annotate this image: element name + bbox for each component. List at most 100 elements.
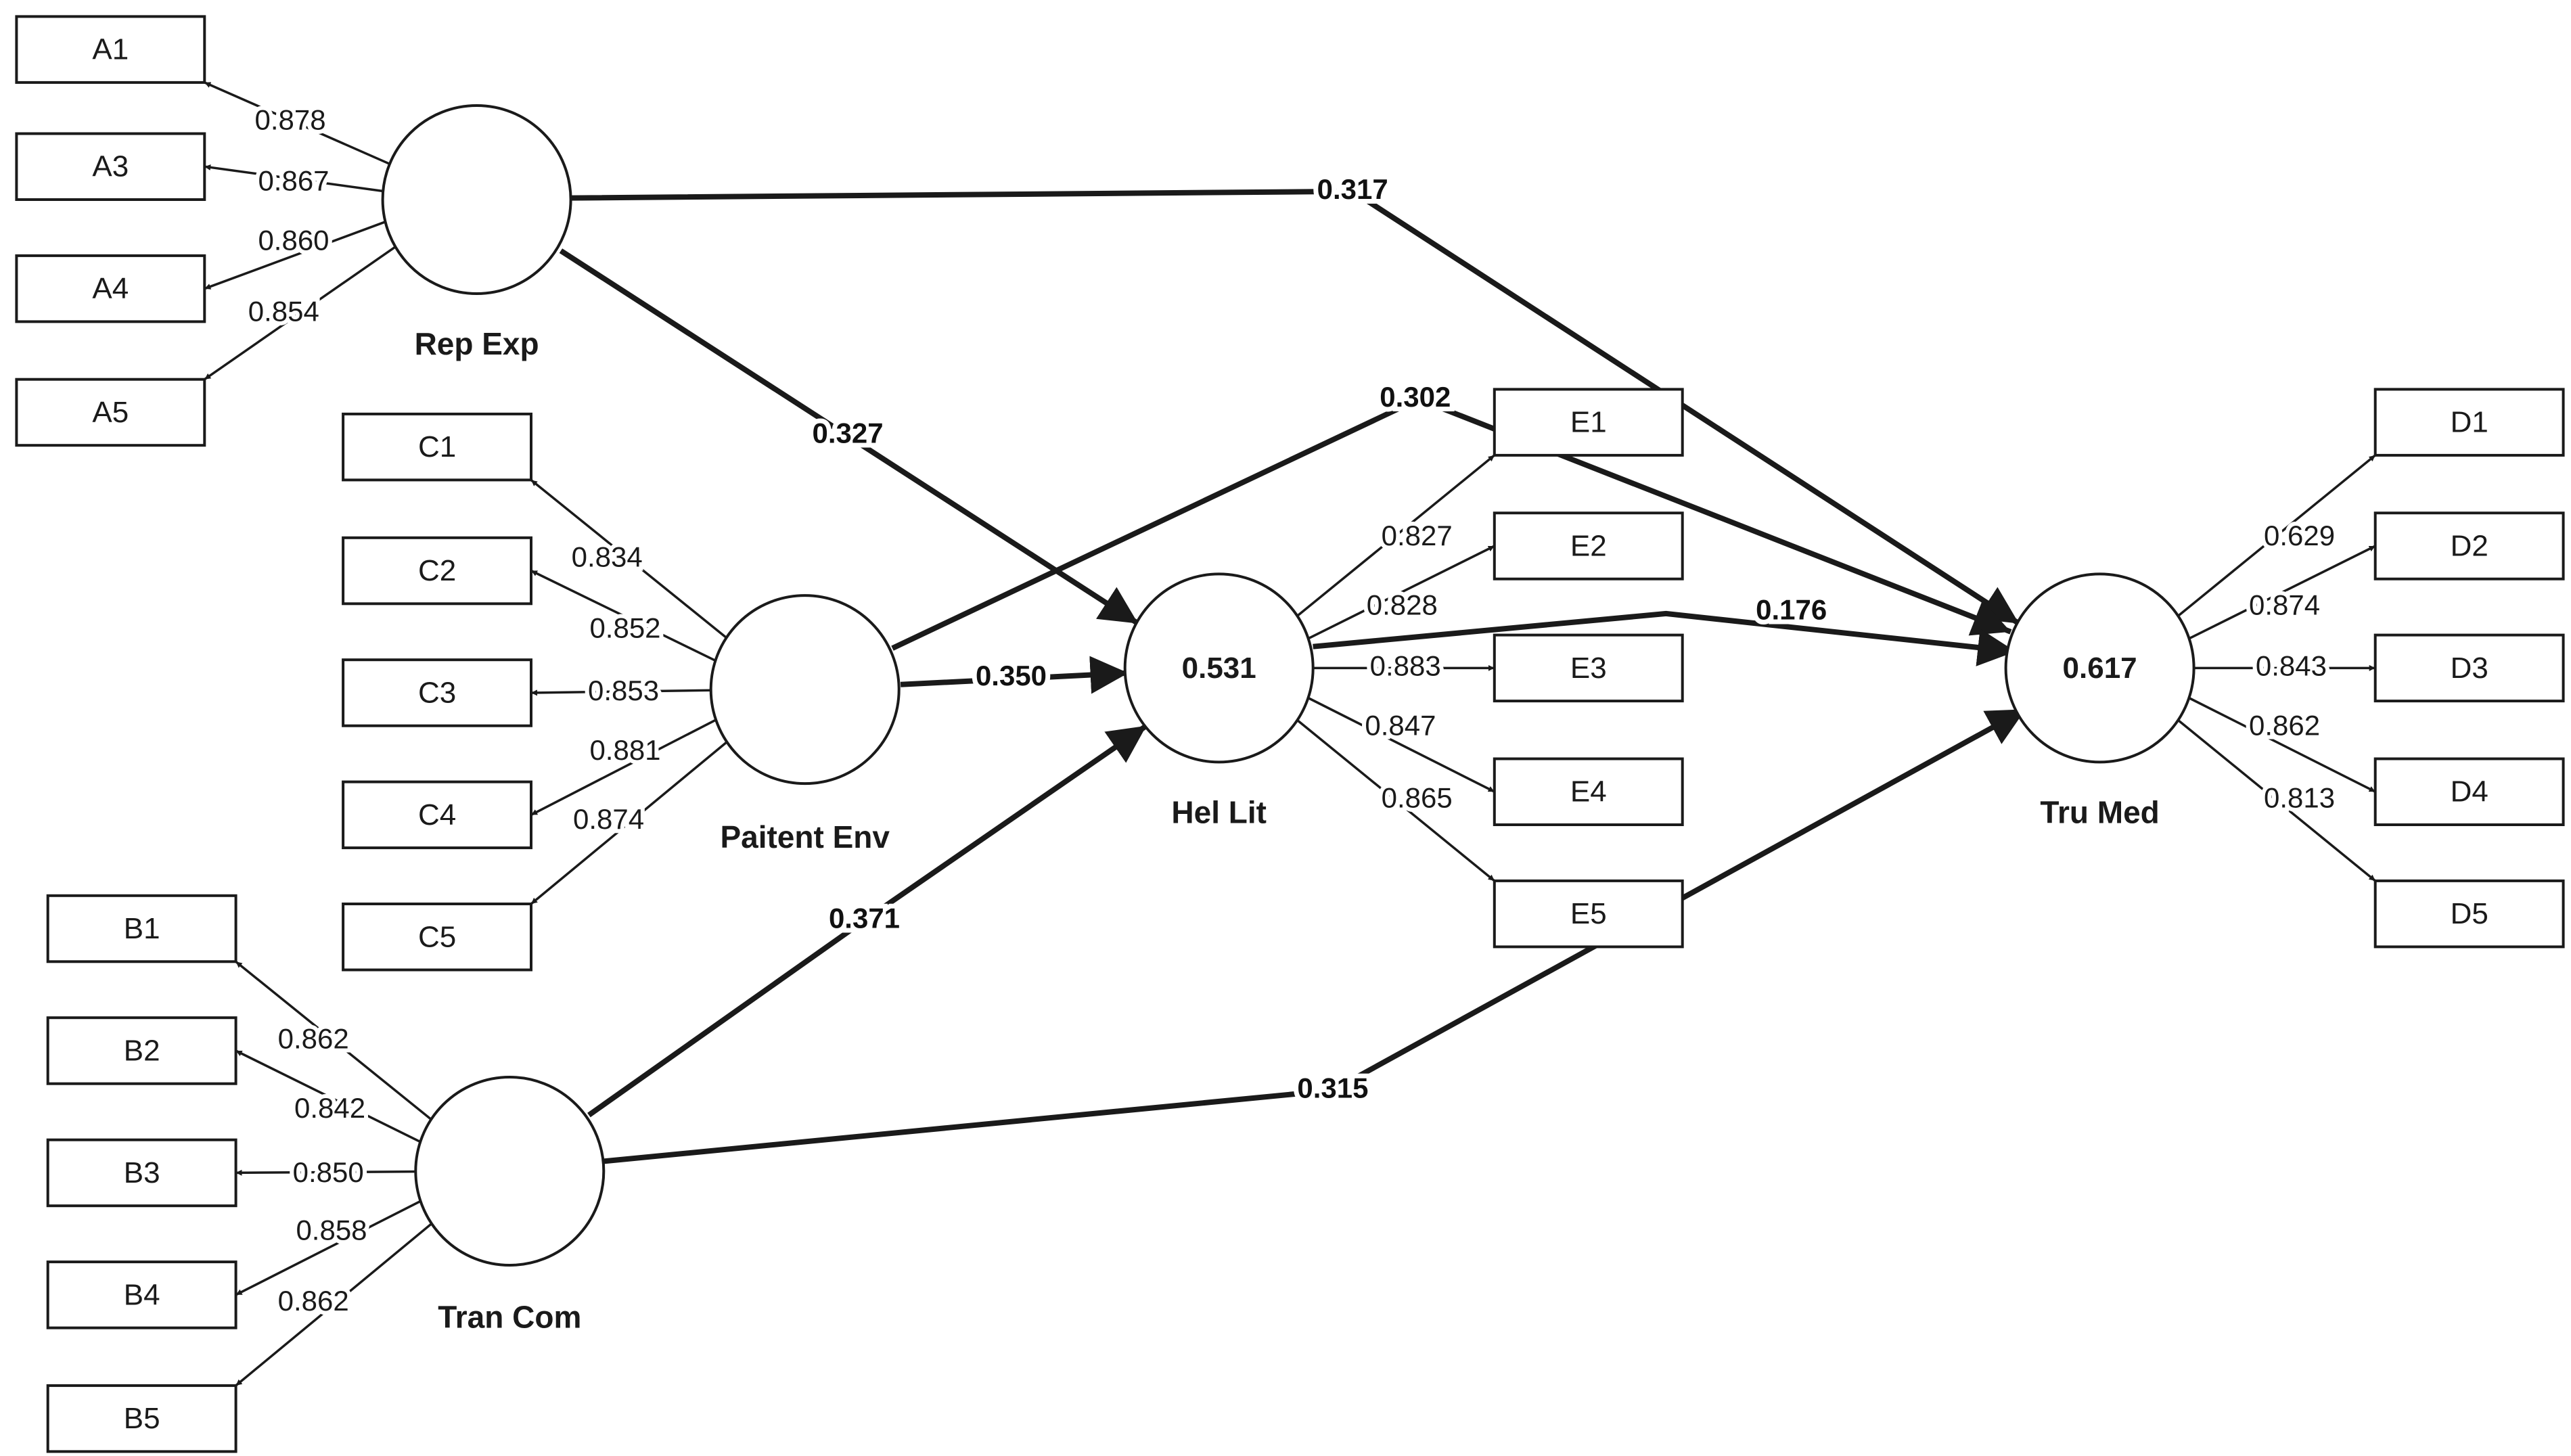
indicator-c5: C5 <box>342 903 532 972</box>
loading-arrow <box>204 81 390 165</box>
loading-arrow <box>235 1200 422 1296</box>
indicator-e4: E4 <box>1493 757 1684 826</box>
path-arrow-rep-exp-to-tru-med <box>570 188 2021 626</box>
loading-value: 0.834 <box>572 541 643 573</box>
path-arrow-hel-lit-to-tru-med <box>1313 610 2016 666</box>
loading-value: 0.858 <box>296 1214 367 1246</box>
indicator-box <box>342 658 532 727</box>
path-arrow-paitent-env-to-tru-med <box>891 396 2012 651</box>
loading-arrow <box>530 479 727 639</box>
loading-arrow <box>1307 545 1495 640</box>
r-squared-value: 0.617 <box>2063 652 2137 685</box>
indicator-label: C1 <box>418 430 456 463</box>
loading-value: 0.827 <box>1382 520 1453 551</box>
loading-value: 0.874 <box>573 803 644 835</box>
indicator-box <box>46 1138 237 1208</box>
indicator-box <box>1493 757 1684 826</box>
indicator-e3: E3 <box>1493 633 1684 703</box>
loading-value: 0.874 <box>2249 589 2320 620</box>
indicator-box <box>15 132 206 201</box>
loading-value: 0.883 <box>1370 650 1441 681</box>
construct-circle <box>414 1076 606 1267</box>
loading-arrow <box>2188 696 2376 793</box>
indicator-e5: E5 <box>1493 879 1684 949</box>
indicator-box <box>2373 633 2565 703</box>
construct-name: Tran Com <box>438 1300 581 1335</box>
indicator-b5: B5 <box>46 1384 237 1453</box>
loading-value: 0.852 <box>589 612 660 643</box>
loading-value: 0.867 <box>258 165 329 197</box>
loading-value: 0.842 <box>294 1092 365 1124</box>
indicator-box <box>1493 388 1684 457</box>
indicator-d3: D3 <box>2373 633 2565 703</box>
loading-arrow <box>235 1169 416 1176</box>
construct-circle <box>709 594 901 786</box>
path-arrow-rep-exp-to-hel-lit <box>559 248 1140 626</box>
indicator-box <box>46 1384 237 1453</box>
loading-value: 0.847 <box>1365 709 1436 741</box>
indicator-label: C2 <box>418 554 456 587</box>
indicator-label: C4 <box>418 798 456 832</box>
construct-paitent-env: Paitent Env <box>709 594 901 855</box>
construct-tran-com: Tran Com <box>414 1076 606 1335</box>
loading-arrow <box>204 221 386 290</box>
indicator-label: B3 <box>124 1156 160 1189</box>
indicator-b1: B1 <box>46 894 237 963</box>
loading-value: 0.862 <box>2249 709 2320 741</box>
loading-arrow <box>204 246 396 381</box>
indicator-label: E3 <box>1570 652 1607 685</box>
loading-arrow <box>235 1049 422 1143</box>
loading-arrow <box>1307 696 1495 793</box>
indicator-label: C3 <box>418 677 456 710</box>
indicator-box <box>15 254 206 323</box>
indicator-c1: C1 <box>342 412 532 482</box>
path-coefficient-label: 0.317 <box>1317 173 1388 205</box>
loading-arrow <box>204 164 384 193</box>
indicator-b4: B4 <box>46 1260 237 1329</box>
construct-name: Tru Med <box>2040 795 2159 830</box>
indicator-a4: A4 <box>15 254 206 323</box>
loading-value: 0.878 <box>255 104 326 135</box>
path-coefficient-label: 0.302 <box>1380 381 1451 413</box>
construct-name: Hel Lit <box>1171 795 1267 830</box>
indicator-e2: E2 <box>1493 511 1684 581</box>
loading-value: 0.850 <box>293 1156 364 1188</box>
loading-value: 0.843 <box>2256 650 2327 681</box>
indicator-label: A4 <box>92 272 129 305</box>
indicator-label: A3 <box>92 150 129 183</box>
indicator-box <box>15 378 206 447</box>
loading-arrow <box>2177 454 2376 617</box>
indicator-box <box>46 1016 237 1085</box>
indicator-box <box>342 780 532 850</box>
loading-value: 0.853 <box>588 675 659 706</box>
loading-value: 0.854 <box>248 295 319 327</box>
indicator-box <box>1493 633 1684 703</box>
indicator-d1: D1 <box>2373 388 2565 457</box>
loading-value: 0.860 <box>258 224 329 256</box>
indicator-box <box>2373 757 2565 826</box>
construct-circle <box>381 104 572 295</box>
loading-value: 0.813 <box>2264 781 2335 813</box>
construct-name: Rep Exp <box>415 326 539 361</box>
indicator-label: B1 <box>124 912 160 945</box>
indicator-d5: D5 <box>2373 879 2565 949</box>
loading-arrow <box>1296 454 1495 617</box>
loading-arrow <box>1296 719 1495 882</box>
r-squared-value: 0.531 <box>1182 652 1256 685</box>
measurement-loadings: 0.8780.8670.8600.8540.8340.8520.8530.881… <box>204 81 2376 1387</box>
indicator-label: A1 <box>92 33 129 66</box>
indicator-box <box>46 894 237 963</box>
path-arrow-paitent-env-to-hel-lit <box>900 656 1129 694</box>
indicator-label: E4 <box>1570 775 1607 809</box>
loading-arrow <box>530 569 716 662</box>
loading-value: 0.828 <box>1367 589 1438 620</box>
loading-arrow <box>235 1223 433 1387</box>
loading-value: 0.862 <box>278 1285 349 1317</box>
indicator-box <box>2373 879 2565 949</box>
loading-arrow <box>530 741 728 905</box>
indicator-a3: A3 <box>15 132 206 201</box>
